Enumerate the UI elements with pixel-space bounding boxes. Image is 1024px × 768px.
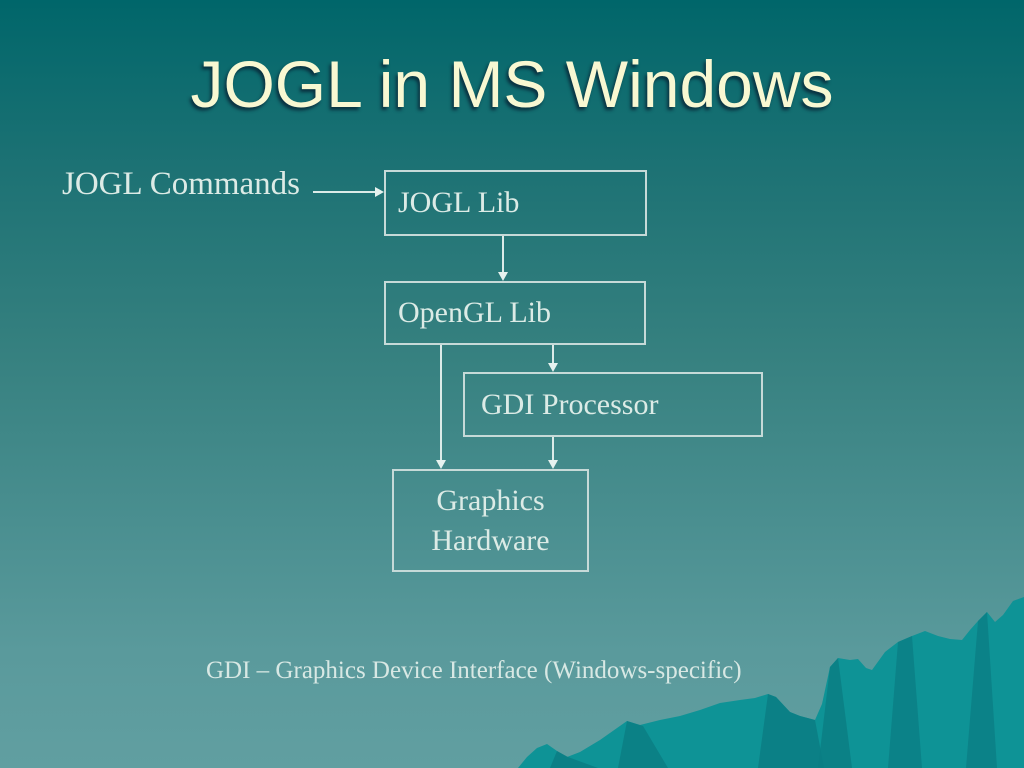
opengl-lib-label: OpenGL Lib	[398, 296, 552, 329]
opengl-lib-box: OpenGL Lib	[384, 281, 646, 345]
jogl-lib-box: JOGL Lib	[384, 170, 647, 236]
arrowhead-jogllib-to-opengllib	[498, 272, 508, 281]
arrowhead-opengllib-to-hardware	[436, 460, 446, 469]
graphics-hardware-label-line2: Hardware	[431, 523, 550, 557]
graphics-hardware-label-line1: Graphics	[436, 483, 545, 517]
jogl-lib-label: JOGL Lib	[398, 186, 520, 219]
gdi-definition-caption: GDI – Graphics Device Interface (Windows…	[206, 657, 742, 684]
gdi-processor-label: GDI Processor	[481, 387, 659, 421]
slide-title: JOGL in MS Windows	[190, 47, 834, 121]
arrowhead-gdi-to-hardware	[548, 460, 558, 469]
jogl-commands-label: JOGL Commands	[62, 166, 301, 202]
graphics-hardware-box: Graphics Hardware	[392, 469, 589, 572]
arrowhead-opengllib-to-gdi	[548, 363, 558, 372]
arrowhead-commands-to-jogllib	[375, 187, 384, 197]
gdi-processor-box: GDI Processor	[463, 372, 763, 437]
